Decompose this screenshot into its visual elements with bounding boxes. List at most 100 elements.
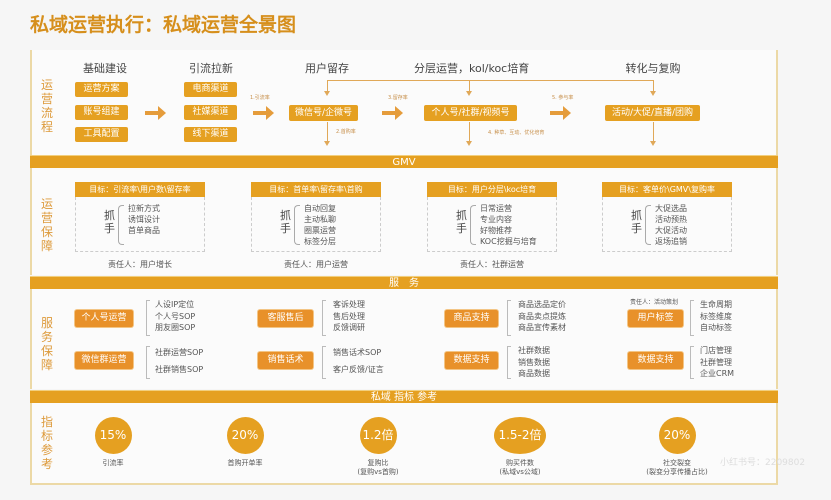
arrow-down-icon — [650, 80, 656, 96]
metric-name: 引流率 — [102, 459, 124, 467]
step-label: 3.留存率 — [388, 95, 408, 101]
brace-icon — [690, 346, 694, 379]
service-item: 自动标签 — [700, 323, 732, 332]
guarantee-label: 运营保障 — [40, 197, 53, 253]
service-item: 社群数据 — [518, 346, 550, 355]
goal-card: 目标：首单率\留存率\首购 抓手 自动回复主动私聊圈票运营标签分层 — [251, 182, 381, 252]
service-box: 数据支持 — [628, 352, 683, 369]
brace-icon — [690, 300, 694, 336]
brace-icon — [146, 346, 150, 379]
service-item: 人设IP定位 — [155, 300, 195, 309]
watermark: 小红书号：2209802 — [720, 458, 806, 468]
service-item: 标签维度 — [700, 311, 732, 321]
grip-item: 首单商品 — [128, 226, 160, 235]
grip-label: 抓手 — [104, 209, 115, 235]
service-item: 商品卖点提炼 — [518, 311, 566, 321]
grip-label: 抓手 — [280, 209, 291, 235]
service-item: 销售数据 — [518, 357, 550, 367]
service-box: 微信群运营 — [75, 352, 133, 369]
arrow-down-icon — [650, 122, 656, 146]
brace-icon — [507, 300, 511, 336]
service-item: 生命周期 — [700, 300, 732, 309]
flow-box: 线下渠道 — [184, 127, 237, 142]
grip-item: 圈票运营 — [304, 226, 336, 235]
grip-item: 自动回复 — [304, 204, 336, 213]
service-box: 商品支持 — [445, 310, 498, 327]
goal-header: 目标：首单率\留存率\首购 — [251, 182, 381, 197]
flow-box: 活动/大促/直播/团购 — [605, 105, 700, 121]
arrow-right-icon — [253, 106, 274, 120]
grip-item: 大促活动 — [655, 226, 687, 235]
service-box: 个人号运营 — [75, 310, 133, 327]
service-item: 商品数据 — [518, 369, 550, 378]
brace-icon — [470, 205, 476, 245]
grip-item: 返场追销 — [655, 237, 687, 246]
step-label: 4. 种草、互动、优化培育 — [488, 130, 545, 136]
column-header: 分层运营，kol/koc培育 — [414, 62, 530, 75]
flow-box: 社媒渠道 — [184, 105, 237, 120]
service-box: 销售话术 — [258, 352, 313, 369]
brace-icon — [322, 300, 326, 336]
arrow-right-icon — [550, 106, 571, 120]
column-header: 引流拉新 — [189, 62, 233, 75]
arrow-down-icon — [466, 80, 472, 96]
service-box: 数据支持 — [445, 352, 498, 369]
goal-header: 目标：客单价\GMV\复购率 — [602, 182, 732, 197]
metric-circle: 1.2倍 — [359, 417, 397, 454]
connector-line — [327, 80, 654, 81]
metrics-section — [30, 403, 778, 485]
metric-name: 社交裂变 — [663, 459, 691, 467]
grip-item: 标签分层 — [304, 237, 336, 246]
brace-icon — [507, 346, 511, 379]
arrow-right-icon — [145, 106, 166, 120]
service-item: 反馈调研 — [333, 323, 365, 332]
service-bar: 服 务 — [30, 276, 778, 289]
metric-sub: (复购vs首购) — [357, 468, 399, 476]
grip-item: 活动预热 — [655, 215, 687, 224]
grip-item: 诱饵设计 — [128, 215, 160, 224]
flow-box: 电商渠道 — [184, 82, 237, 97]
brace-icon — [294, 205, 300, 245]
metric-name: 购买件数 — [506, 459, 534, 467]
service-box: 客服售后 — [258, 310, 313, 327]
metric-sub: (裂变分享传播占比) — [646, 468, 708, 476]
goal-header: 目标：引流率\用户数\留存率 — [75, 182, 205, 197]
goal-header: 目标：用户分层\koc培育 — [427, 182, 557, 197]
brace-icon — [146, 300, 150, 336]
arrow-down-icon — [466, 122, 472, 146]
step-label: 5. 参与率 — [552, 95, 574, 101]
grip-label: 抓手 — [631, 209, 642, 235]
flow-box: 微信号/企微号 — [289, 105, 358, 121]
arrow-down-icon — [324, 80, 330, 96]
service-item: 商品选品定价 — [518, 300, 566, 309]
flow-box: 账号组建 — [75, 105, 128, 120]
metric-name: 复购比 — [367, 459, 389, 467]
brace-icon — [322, 346, 326, 379]
owner-note: 责任人：活动策划 — [630, 299, 679, 306]
gmv-bar: GMV — [30, 155, 778, 168]
step-label: 2.首购率 — [336, 129, 356, 135]
metric-circle: 20% — [226, 417, 264, 454]
service-label: 服务保障 — [40, 316, 53, 372]
grip-item: 专业内容 — [480, 215, 512, 224]
step-label: 1.引流率 — [250, 95, 270, 101]
brace-icon — [645, 205, 651, 245]
service-item: 商品宣传素材 — [518, 323, 566, 332]
grip-item: 大促选品 — [655, 204, 687, 213]
flow-label: 运营流程 — [40, 78, 53, 134]
flow-box: 个人号/社群/视频号 — [424, 105, 517, 121]
service-item: 个人号SOP — [155, 311, 196, 321]
service-item: 企业CRM — [700, 369, 735, 378]
metric-circle: 15% — [94, 417, 132, 454]
page-title: 私域运营执行：私域运营全景图 — [30, 14, 297, 36]
flow-box: 工具配置 — [75, 127, 128, 142]
column-header: 转化与复购 — [625, 62, 681, 75]
brace-icon — [118, 205, 124, 245]
goal-card: 目标：客单价\GMV\复购率 抓手 大促选品活动预热大促活动返场追销 — [602, 182, 732, 252]
goal-card: 目标：引流率\用户数\留存率 抓手 拉新方式诱饵设计首单商品 — [75, 182, 205, 252]
service-item: 朋友圈SOP — [155, 323, 196, 332]
service-item: 销售话术SOP — [333, 348, 382, 357]
grip-item: 好物推荐 — [480, 226, 512, 235]
grip-item: 拉新方式 — [128, 204, 160, 213]
flow-box: 运营方案 — [75, 82, 128, 97]
